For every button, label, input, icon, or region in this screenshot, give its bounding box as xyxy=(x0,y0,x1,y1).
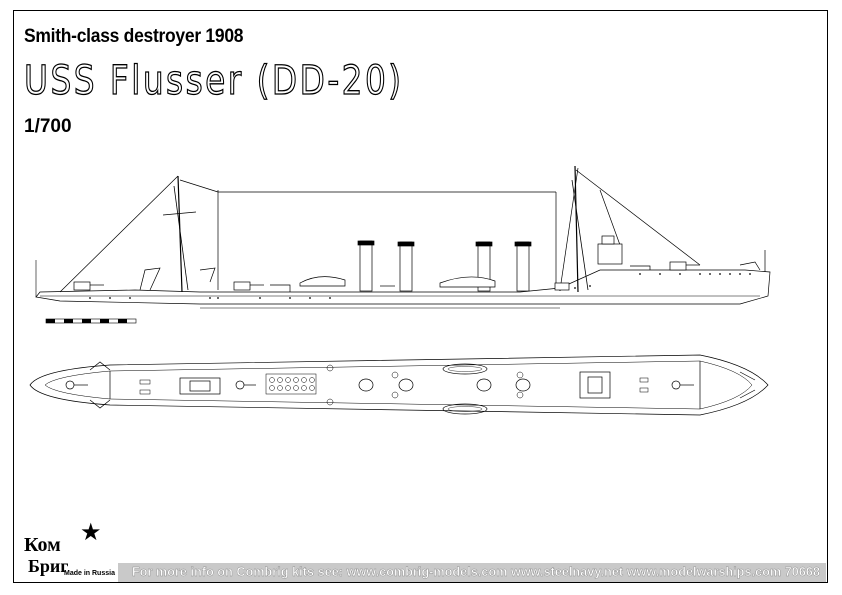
made-in-label: Made in Russia xyxy=(64,570,115,577)
deck-plan xyxy=(29,354,769,416)
star-icon: ★ xyxy=(80,519,102,546)
combrig-logo: ★ Ком Бриг Made in Russia xyxy=(20,519,132,582)
scale-label: 1/700 xyxy=(24,116,72,137)
ship-class-subtitle: Smith-class destroyer 1908 xyxy=(24,26,244,47)
footer-info-text: For more info on Combrig kits see: www.c… xyxy=(132,565,821,579)
ship-name-title: USS Flusser (DD-20) xyxy=(23,57,404,104)
logo-line-1: Ком xyxy=(24,534,61,556)
side-profile xyxy=(35,165,771,309)
footer-band xyxy=(118,563,826,582)
page-frame xyxy=(13,10,828,583)
logo-line-2: Бриг xyxy=(28,556,69,576)
scale-bar xyxy=(45,318,137,324)
